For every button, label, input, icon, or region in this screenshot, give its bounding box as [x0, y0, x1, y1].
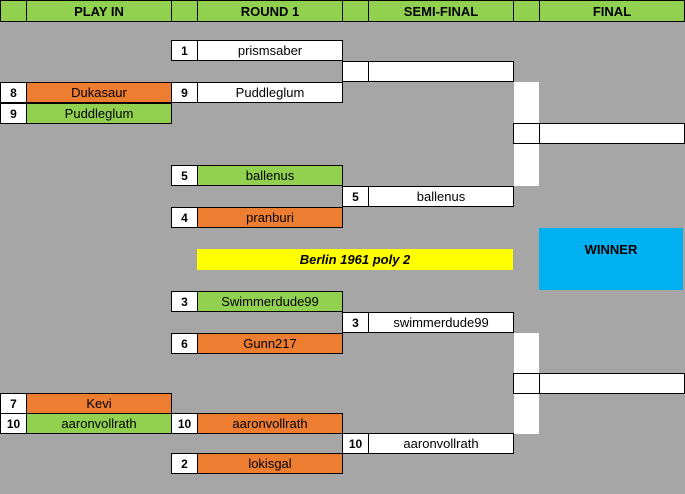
header-semi-final: SEMI-FINAL: [368, 0, 514, 22]
round1-seed: 1: [171, 40, 198, 61]
tournament-title-banner: Berlin 1961 poly 2: [197, 249, 513, 270]
bracket-connector: [514, 333, 539, 373]
round1-seed: 6: [171, 333, 198, 354]
round1-player: Swimmerdude99: [197, 291, 343, 312]
play-in-seed: 9: [0, 103, 27, 124]
play-in-seed: 10: [0, 413, 27, 434]
semi-player: aaronvollrath: [368, 433, 514, 454]
final-seed-empty: [513, 373, 540, 394]
header-final: FINAL: [539, 0, 685, 22]
semi-player: ballenus: [368, 186, 514, 207]
semi-seed: 3: [342, 312, 369, 333]
final-seed-empty: [513, 123, 540, 144]
header-round1: ROUND 1: [197, 0, 343, 22]
round1-seed: 2: [171, 453, 198, 474]
semi-player-empty: [368, 61, 514, 82]
round1-seed: 9: [171, 82, 198, 103]
play-in-player: Kevi: [26, 393, 172, 414]
header-spacer: [342, 0, 369, 22]
header-spacer: [0, 0, 27, 22]
semi-seed-empty: [342, 61, 369, 82]
final-player-empty: [539, 373, 685, 394]
winner-box: WINNER: [539, 228, 683, 290]
header-spacer: [513, 0, 540, 22]
semi-seed: 5: [342, 186, 369, 207]
play-in-player: Dukasaur: [26, 82, 172, 103]
round1-player: ballenus: [197, 165, 343, 186]
play-in-seed: 7: [0, 393, 27, 414]
round1-seed: 3: [171, 291, 198, 312]
bracket-connector: [514, 394, 539, 434]
final-player-empty: [539, 123, 685, 144]
play-in-player: aaronvollrath: [26, 413, 172, 434]
semi-seed: 10: [342, 433, 369, 454]
round1-player: Gunn217: [197, 333, 343, 354]
round1-player: prismsaber: [197, 40, 343, 61]
play-in-seed: 8: [0, 82, 27, 103]
round1-player: aaronvollrath: [197, 413, 343, 434]
round1-seed: 10: [171, 413, 198, 434]
semi-player: swimmerdude99: [368, 312, 514, 333]
round1-player: pranburi: [197, 207, 343, 228]
round1-player: lokisgal: [197, 453, 343, 474]
play-in-player: Puddleglum: [26, 103, 172, 124]
round1-seed: 4: [171, 207, 198, 228]
bracket-connector: [514, 144, 539, 186]
bracket-connector: [514, 82, 539, 123]
header-spacer: [171, 0, 198, 22]
round1-seed: 5: [171, 165, 198, 186]
header-play-in: PLAY IN: [26, 0, 172, 22]
round1-player: Puddleglum: [197, 82, 343, 103]
